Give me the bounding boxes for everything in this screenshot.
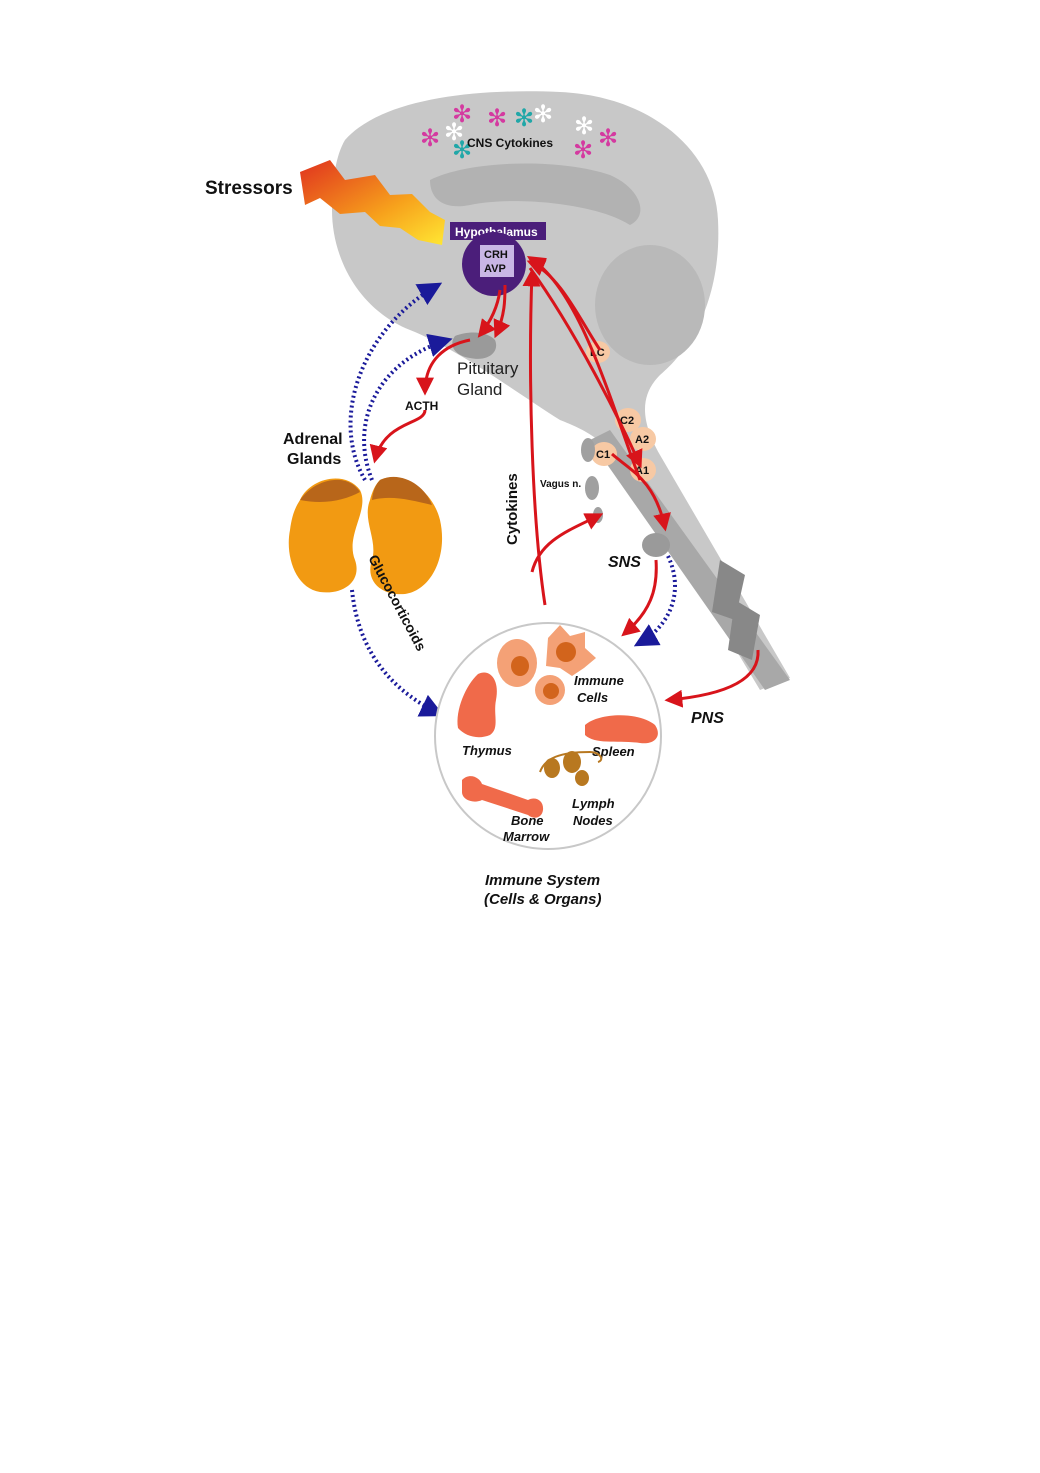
svg-text:✻: ✻: [487, 104, 507, 132]
svg-text:✻: ✻: [533, 100, 553, 128]
cns-cytokines-label: CNS Cytokines: [467, 136, 553, 150]
lymph-nodes-label-line1: Lymph: [572, 796, 615, 811]
lymph-nodes-shape: [539, 750, 603, 786]
svg-text:✻: ✻: [574, 112, 594, 140]
stressors-label: Stressors: [205, 178, 293, 199]
crh-avp-box: [480, 245, 514, 277]
hypothalamus-box: [450, 222, 546, 240]
svg-text:✻: ✻: [514, 104, 534, 132]
pituitary-label-line1: Pituitary: [457, 359, 519, 378]
c1-nucleus: [591, 442, 617, 466]
svg-text:✻: ✻: [452, 136, 472, 164]
thymus-shape: [457, 672, 497, 738]
adrenal-label-line1: Adrenal: [283, 431, 343, 448]
bone-marrow-label-line2: Marrow: [503, 829, 550, 844]
spleen-shape: [585, 715, 658, 744]
vagus-label: Vagus n.: [540, 479, 581, 490]
hypothalamus-label: Hypothalamus: [455, 225, 538, 239]
adrenal-glands: [288, 476, 443, 595]
sns-ganglion: [642, 533, 670, 557]
immune-system-title-line2: (Cells & Organs): [484, 891, 602, 908]
acth-label: ACTH: [405, 399, 438, 413]
svg-text:✻: ✻: [444, 118, 464, 146]
lymph-nodes-label-line2: Nodes: [573, 813, 613, 828]
svg-text:✻: ✻: [573, 136, 593, 164]
adrenal-label-line2: Glands: [287, 451, 341, 468]
svg-text:✻: ✻: [598, 124, 618, 152]
crh-label: CRH: [484, 249, 508, 261]
c1-label: C1: [596, 449, 610, 461]
immune-cells-label-line1: Immune: [574, 673, 624, 688]
red-pathways: [369, 256, 760, 708]
cns-cytokine-stars: ✻ ✻ ✻ ✻ ✻ ✻ ✻ ✻ ✻ ✻: [420, 100, 618, 164]
bone-marrow-shape: [462, 776, 544, 818]
a2-label: A2: [635, 434, 649, 446]
a2-nucleus: [630, 427, 656, 451]
pituitary-label-line2: Gland: [457, 380, 502, 399]
immune-system-title-line1: Immune System: [485, 872, 600, 889]
svg-text:✻: ✻: [420, 124, 440, 152]
immune-cells: [497, 625, 596, 705]
spleen-label: Spleen: [592, 744, 635, 759]
c2-label: C2: [620, 415, 634, 427]
bone-marrow-label-line1: Bone: [511, 813, 544, 828]
stressors-bolt: [300, 160, 445, 245]
pns-label: PNS: [691, 710, 724, 727]
blue-pathways: [348, 282, 677, 717]
cytokines-label: Cytokines: [504, 473, 521, 545]
sns-label: SNS: [608, 554, 641, 571]
brain-shape: [332, 91, 790, 691]
thymus-label: Thymus: [462, 743, 512, 758]
pituitary-shape: [452, 332, 497, 359]
immune-cells-label-line2: Cells: [577, 690, 608, 705]
svg-text:✻: ✻: [452, 100, 472, 128]
avp-label: AVP: [484, 263, 506, 275]
